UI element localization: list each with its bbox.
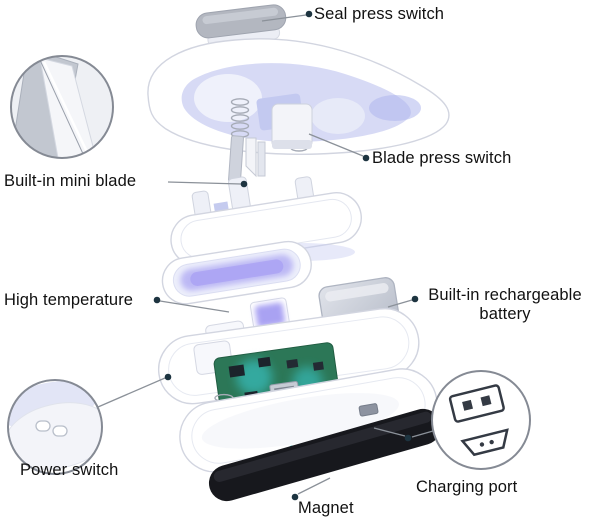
label-built-in-mini-blade: Built-in mini blade: [4, 172, 137, 190]
charging-port-part: [358, 403, 379, 417]
callout-line: [261, 14, 307, 22]
label-power-switch: Power switch: [20, 461, 119, 479]
blade-press-switch-part: [256, 93, 313, 149]
charging-port-closeup-inset: [431, 370, 531, 470]
label-high-temperature: High temperature: [4, 291, 134, 309]
callout-line: [411, 430, 434, 438]
usb-a-port-icon: [448, 384, 505, 423]
callout-line: [387, 299, 413, 308]
callout-dot: [305, 10, 313, 18]
callout-dot: [164, 373, 172, 381]
callout-dot: [291, 493, 299, 501]
label-charging-port: Charging port: [416, 478, 518, 496]
callout-line: [159, 300, 230, 313]
blade-closeup-inset: [10, 55, 114, 159]
label-seal-press-switch: Seal press switch: [314, 5, 445, 23]
label-blade-press-switch: Blade press switch: [372, 149, 512, 167]
mini-blade-part: [228, 135, 266, 183]
callout-line: [97, 377, 166, 408]
spring-upper-left: [230, 98, 250, 138]
micro-usb-port-icon: [460, 428, 509, 457]
callout-lines: [97, 14, 434, 495]
callout-dot: [240, 180, 248, 188]
power-switch-closeup-inset: [7, 379, 103, 475]
callout-line: [297, 477, 331, 495]
callout-dot: [362, 154, 370, 162]
callout-dots: [153, 10, 419, 501]
label-built-in-rechargeable-battery: Built-in rechargeable battery: [428, 286, 582, 323]
callout-dot: [153, 296, 161, 304]
callout-line: [373, 427, 406, 437]
heating-ring-part: [161, 240, 312, 305]
callout-dot: [404, 434, 412, 442]
callout-line: [167, 181, 242, 185]
callout-dot: [411, 295, 419, 303]
label-magnet: Magnet: [298, 499, 354, 517]
callout-line: [308, 133, 364, 157]
